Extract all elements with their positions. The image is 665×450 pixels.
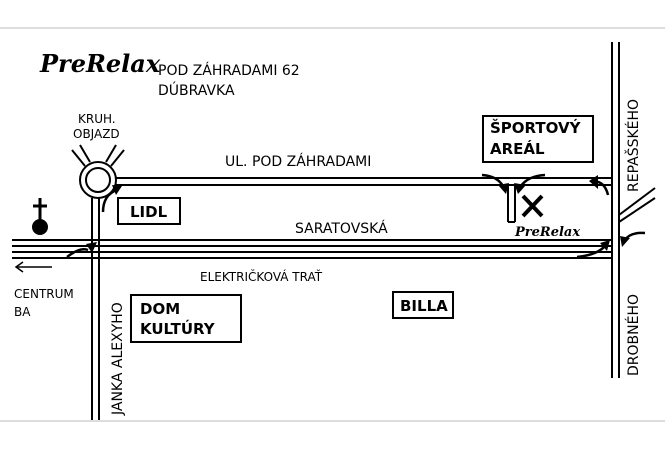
billa-box: BILLA xyxy=(392,291,454,319)
centrum-label-2: BA xyxy=(14,305,31,319)
lidl-box: LIDL xyxy=(117,197,181,225)
road-pod-zahradami xyxy=(116,177,612,186)
sports-connector xyxy=(507,185,516,223)
sportovy-label-2: AREÁL xyxy=(490,139,545,158)
street-label-saratovska: SARATOVSKÁ xyxy=(295,220,388,237)
x-marker-icon xyxy=(521,194,544,218)
address-district: DÚBRAVKA xyxy=(158,81,235,99)
road-saratovska xyxy=(12,239,612,259)
street-label-repasskeho: REPAŠSKÉHO xyxy=(624,99,642,192)
dom-kultury-label-2: KULTÚRY xyxy=(140,319,216,338)
dom-kultury-box: DOM KULTÚRY xyxy=(130,294,242,343)
road-right-vertical xyxy=(611,42,620,378)
centrum-label-1: CENTRUM xyxy=(14,287,74,301)
sportovy-areal-box: ŠPORTOVÝ AREÁL xyxy=(482,115,594,163)
street-label-drobneho: DROBNÉHO xyxy=(625,294,642,376)
street-label-pod-zahradami: UL. POD ZÁHRADAMI xyxy=(225,153,371,170)
marker-brand-label: PreRelax xyxy=(514,225,580,240)
turn-arrow-icon xyxy=(66,173,646,259)
tram-label: ELEKTRIČKOVÁ TRAŤ xyxy=(200,269,323,284)
roundabout-label-2: OBJAZD xyxy=(73,127,120,141)
branch-road xyxy=(618,187,656,216)
left-arrow-icon xyxy=(14,261,52,273)
road-janka-alexyho xyxy=(91,198,100,420)
lidl-label: LIDL xyxy=(130,203,168,221)
street-label-janka-alexyho: JANKA ALEXYHO xyxy=(110,302,126,416)
address-street: POD ZÁHRADAMI 62 xyxy=(158,62,300,79)
sportovy-label-1: ŠPORTOVÝ xyxy=(490,118,582,137)
roundabout-label-1: KRUH. xyxy=(78,112,116,126)
brand-logo: PreRelax xyxy=(39,49,161,78)
dom-kultury-label-1: DOM xyxy=(140,300,180,318)
cross-icon xyxy=(32,198,48,235)
billa-label: BILLA xyxy=(400,297,448,315)
